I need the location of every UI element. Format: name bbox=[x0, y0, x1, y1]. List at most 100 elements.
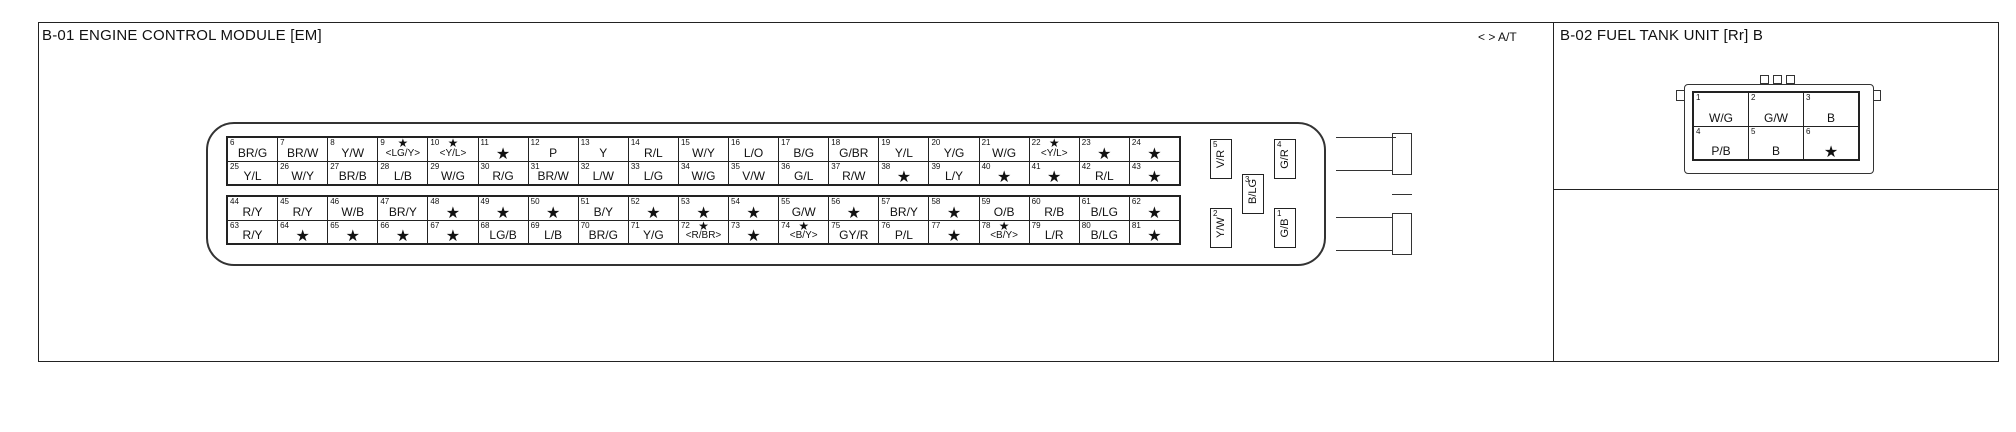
pin-number: 70 bbox=[580, 220, 590, 230]
pin-66: 66★ bbox=[378, 220, 428, 243]
pin-wire-color: B/LG bbox=[1090, 204, 1119, 219]
fuel-tank-key-1 bbox=[1760, 75, 1769, 84]
pin-wire-color: Y/L bbox=[243, 169, 262, 183]
pin-number: 64 bbox=[280, 220, 289, 230]
pin-52: 52★ bbox=[628, 197, 678, 220]
pin-41: 41 ★ bbox=[1029, 161, 1079, 185]
pin-10: 10★<Y/L> bbox=[428, 138, 478, 161]
pin-number: 57 bbox=[881, 197, 891, 206]
pin-number: 39 bbox=[931, 161, 941, 171]
pin-number: 66 bbox=[380, 220, 390, 230]
pin-number: 19 bbox=[881, 138, 891, 147]
pin-wire-color: ★ bbox=[946, 204, 962, 220]
option-star-icon: ★ bbox=[397, 138, 409, 150]
pin-number: 54 bbox=[731, 197, 740, 206]
pin-49: 49 ★ bbox=[478, 197, 528, 220]
pin-number: 73 bbox=[731, 220, 740, 230]
pin-wire-color: G/BR bbox=[839, 145, 869, 160]
pin-wire-color: <Y/L> bbox=[1040, 147, 1068, 159]
pin-number: 72 bbox=[680, 220, 690, 230]
pin-number: 35 bbox=[731, 161, 740, 171]
pin-78: 78★<B/Y> bbox=[979, 220, 1029, 243]
pin-wire-color: W/G bbox=[1709, 110, 1733, 125]
pin-number: 34 bbox=[680, 161, 690, 171]
option-star-icon: ★ bbox=[698, 220, 709, 233]
pin-number: 3 bbox=[1806, 93, 1811, 102]
pin-11: 11★ bbox=[478, 138, 528, 161]
pin-43: 43★ bbox=[1129, 161, 1179, 185]
pin-wire-color: ★ bbox=[1147, 169, 1162, 185]
pin-number: 9 bbox=[380, 138, 385, 147]
pin-wire-color: R/Y bbox=[292, 204, 313, 219]
pin-56: 56★ bbox=[829, 197, 879, 220]
pin-number: 8 bbox=[330, 138, 335, 147]
pin-wire-color: Y/L bbox=[894, 145, 913, 160]
pin-wire-color: G/L bbox=[794, 169, 814, 183]
pin-wire-color: R/L bbox=[644, 145, 663, 160]
pin-wire-color: Y/G bbox=[943, 145, 965, 160]
pin-number: 20 bbox=[931, 138, 941, 147]
pin-wire-color: ★ bbox=[1147, 204, 1162, 220]
pin-number: 26 bbox=[280, 161, 289, 171]
pin-number: 6 bbox=[230, 138, 235, 147]
pin-74: 74★<B/Y> bbox=[779, 220, 829, 243]
pin-wire-color: R/Y bbox=[242, 228, 263, 242]
pin-number: 49 bbox=[480, 197, 490, 206]
pin-wire-color: LG/B bbox=[489, 228, 517, 242]
pin-wire-color: ★ bbox=[1047, 169, 1062, 185]
pin-72: 72★<R/BR> bbox=[678, 220, 729, 243]
pin-wire-color: ★ bbox=[746, 204, 761, 220]
pin-wire-color: P/B bbox=[1711, 144, 1731, 158]
pin-wire-color: ★ bbox=[495, 204, 511, 220]
pin-wire-color: P/L bbox=[894, 228, 913, 242]
pin-54: 54 ★ bbox=[729, 197, 779, 220]
pin-number: 25 bbox=[230, 161, 239, 171]
pin-wire-color: BR/Y bbox=[388, 204, 417, 219]
pin-wire-color: ★ bbox=[445, 204, 461, 220]
pin-number: 36 bbox=[781, 161, 791, 171]
pin-40: 40★ bbox=[979, 161, 1029, 184]
pin-38: 38★ bbox=[879, 161, 929, 184]
pin-wire-color: L/B bbox=[544, 228, 563, 242]
pin-number: 41 bbox=[1031, 161, 1041, 171]
pin-81: 81★ bbox=[1129, 220, 1179, 243]
pin-wire-color: BR/Y bbox=[889, 204, 918, 219]
pin-wire-color: L/G bbox=[643, 169, 664, 183]
pin-wire-color: B bbox=[1771, 144, 1780, 158]
pin-wire-color: BR/W bbox=[286, 145, 319, 160]
pin-number: 1 bbox=[1696, 93, 1701, 102]
pin-number: 31 bbox=[530, 161, 540, 171]
pin-wire-color: ★ bbox=[1823, 144, 1839, 160]
pin-wire-color: <Y/L> bbox=[439, 147, 467, 159]
pin-wire-color: ★ bbox=[746, 228, 761, 244]
pin-wire-color: Y bbox=[599, 145, 608, 160]
pin-number: 22 bbox=[1031, 138, 1041, 147]
pin-wire-color: BR/B bbox=[338, 169, 367, 183]
pin-number: 53 bbox=[680, 197, 690, 206]
pin-number: 10 bbox=[430, 138, 440, 147]
pin-wire-color: Y/W bbox=[341, 145, 365, 160]
pin-number: 78 bbox=[981, 220, 991, 230]
pin-wire-color: BR/G bbox=[588, 228, 618, 242]
pin-wire-color: L/R bbox=[1044, 228, 1064, 242]
